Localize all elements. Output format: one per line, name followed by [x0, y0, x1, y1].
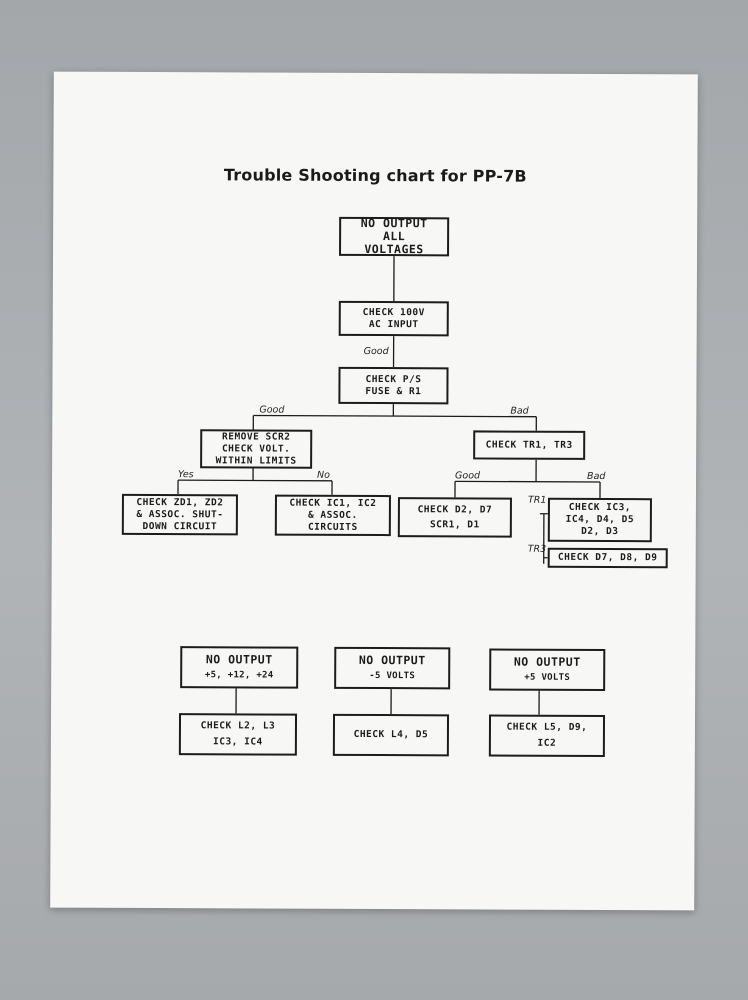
node-line: CHECK L2, L3	[200, 720, 276, 732]
node-line: +5, +12, +24	[204, 669, 274, 681]
edge-tr1-branch-horizontal	[455, 480, 601, 483]
edge-scr2-branch-horizontal	[178, 479, 333, 482]
node-line: CIRCUITS	[307, 521, 358, 533]
node-check-tr1-tr3: CHECK TR1, TR3	[473, 430, 586, 460]
node-line: DOWN CIRCUIT	[142, 520, 218, 532]
node-line: IC2	[537, 737, 557, 749]
label-good: Good	[455, 470, 481, 482]
node-no-output-plus-5: NO OUTPUT +5 VOLTS	[489, 648, 606, 692]
connector-lines	[177, 256, 601, 715]
node-line: NO OUTPUT	[513, 654, 581, 669]
node-line: CHECK P/S	[365, 373, 422, 385]
node-line: SCR1, D1	[429, 518, 480, 530]
node-check-l4-d5: CHECK L4, D5	[332, 713, 450, 757]
node-line: +5 VOLTS	[524, 672, 571, 683]
node-remove-scr2: REMOVE SCR2 CHECK VOLT. WITHIN LIMITS	[200, 429, 313, 469]
node-check-100v-ac-input: CHECK 100V AC INPUT	[338, 300, 449, 337]
node-line: CHECK IC1, IC2	[289, 497, 377, 509]
node-line: CHECK IC3,	[568, 501, 632, 514]
label-bad: Bad	[510, 405, 529, 417]
edge-ps-branch-horizontal	[253, 414, 537, 418]
node-line: AC INPUT	[368, 318, 419, 330]
node-line: CHECK L5, D9,	[506, 721, 588, 733]
node-line: REMOVE SCR2	[221, 430, 291, 443]
node-line: FUSE & R1	[365, 385, 422, 397]
node-no-output-5-12-24: NO OUTPUT +5, +12, +24	[180, 646, 299, 689]
node-line: CHECK TR1, TR3	[485, 438, 573, 451]
node-check-l2-l3: CHECK L2, L3 IC3, IC4	[178, 713, 298, 756]
node-line: WITHIN LIMITS	[215, 454, 297, 467]
node-check-zd1-zd2: CHECK ZD1, ZD2 & ASSOC. SHUT- DOWN CIRCU…	[121, 493, 238, 536]
node-check-d7-d8-d9: CHECK D7, D8, D9	[547, 547, 668, 569]
node-check-l5-d9: CHECK L5, D9, IC2	[488, 714, 606, 758]
label-yes: Yes	[178, 469, 194, 481]
node-line: & ASSOC. SHUT-	[136, 508, 224, 520]
node-line: -5 VOLTS	[369, 670, 416, 681]
label-tr3: TR3	[527, 543, 547, 555]
label-good: Good	[259, 404, 285, 416]
node-no-output-all-voltages: NO OUTPUT ALL VOLTAGES	[339, 216, 450, 257]
label-tr1: TR1	[527, 494, 547, 506]
node-line: CHECK 100V	[362, 306, 425, 318]
node-line: VOLTAGES	[364, 241, 424, 257]
node-no-output-minus-5: NO OUTPUT -5 VOLTS	[334, 646, 451, 690]
label-bad: Bad	[587, 470, 606, 483]
node-line: CHECK ZD1, ZD2	[136, 496, 224, 508]
node-line: CHECK L4, D5	[353, 728, 429, 741]
node-check-ps-fuse-r1: CHECK P/S FUSE & R1	[338, 366, 449, 405]
node-line: D2, D3	[581, 525, 619, 538]
node-line: NO OUTPUT	[358, 652, 426, 667]
node-line: IC4, D4, D5	[565, 513, 635, 526]
node-line: CHECK VOLT.	[221, 442, 291, 455]
label-good: Good	[363, 345, 389, 358]
label-no: No	[317, 469, 331, 481]
node-check-ic1-ic2: CHECK IC1, IC2 & ASSOC. CIRCUITS	[274, 494, 391, 537]
node-line: NO OUTPUT	[205, 651, 273, 667]
node-line: & ASSOC.	[307, 509, 358, 521]
node-line: CHECK D2, D7	[417, 503, 493, 516]
paper-sheet: Trouble Shooting chart for PP-7B NO OUTP…	[50, 71, 698, 911]
node-line: CHECK D7, D8, D9	[557, 551, 658, 564]
node-line: IC3, IC4	[212, 736, 263, 748]
node-check-ic3: CHECK IC3, IC4, D4, D5 D2, D3	[547, 497, 652, 543]
node-check-d2-d7: CHECK D2, D7 SCR1, D1	[397, 497, 512, 538]
